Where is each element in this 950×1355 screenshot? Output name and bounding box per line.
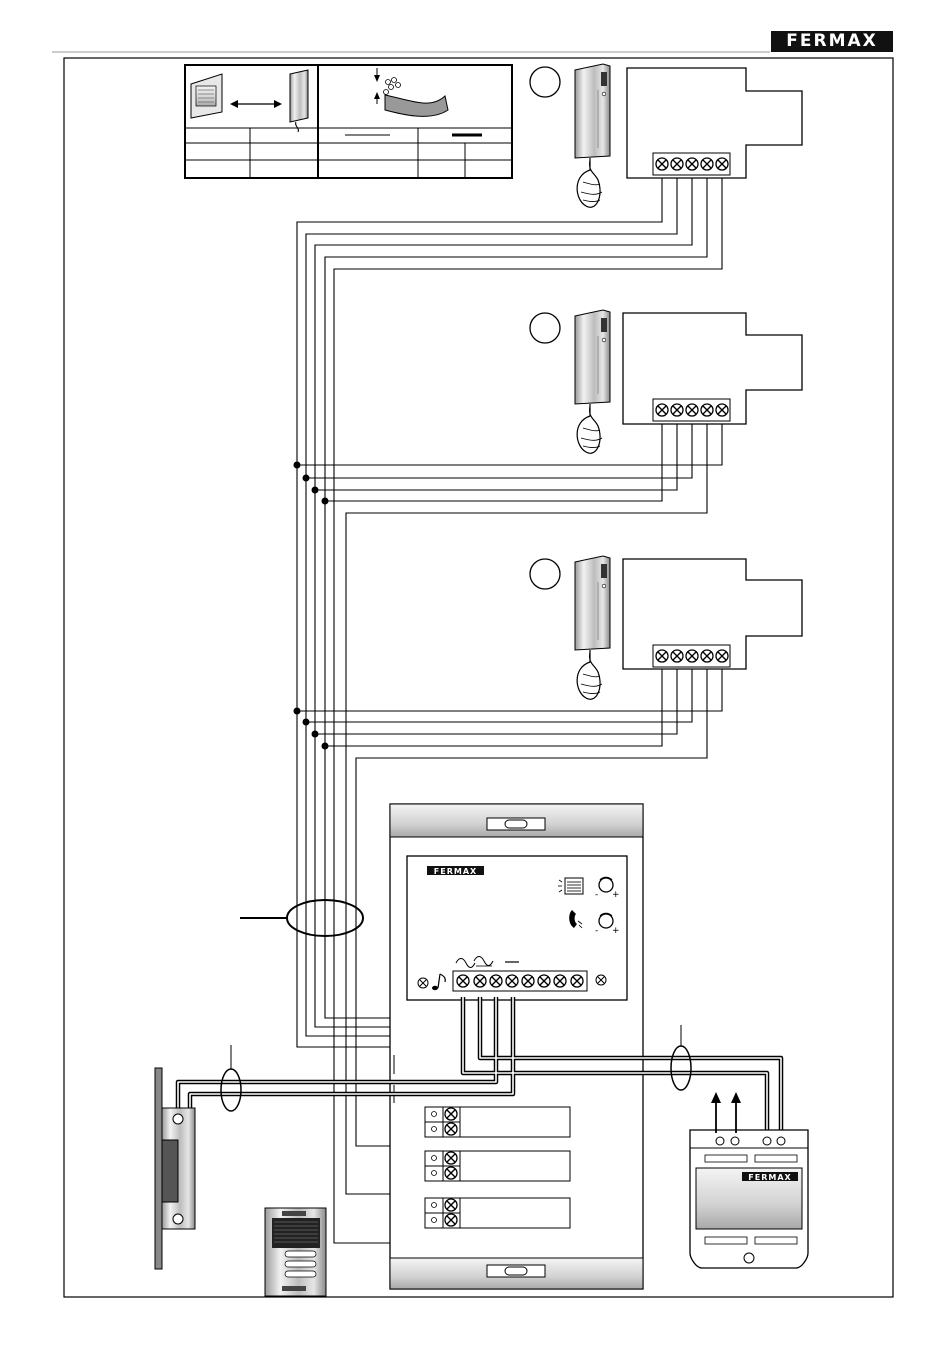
output-terminal [777,1137,785,1145]
panel-thumbnail-icon [265,1208,326,1296]
apartment-unit-1 [530,64,802,207]
door-release-icon [596,975,606,985]
mains-terminal [731,1137,739,1145]
call-button-3 [425,1198,570,1228]
svg-text:+: + [612,890,620,900]
unit-marker [530,313,560,343]
power-cable-marker [671,1046,691,1090]
unit-marker [530,67,560,97]
entrance-panel: FERMAX - + - + [390,804,643,1289]
apartment-unit-2 [530,310,802,453]
bell-icon [418,978,428,988]
panel-terminal-strip [453,971,587,991]
svg-text:-: - [595,890,598,900]
output-terminal [763,1137,771,1145]
power-supply-logo-text: FERMAX [748,1173,791,1182]
handset-1 [575,64,610,207]
cable-section-table [185,65,512,178]
apartment-unit-3 [530,556,802,699]
call-button-1 [425,1107,570,1137]
svg-text:-: - [595,926,598,936]
svg-text:+: + [612,926,620,936]
handset-3 [575,556,610,699]
mains-terminal [716,1137,724,1145]
unit-marker [530,559,560,589]
panel-logo-text: FERMAX [434,867,477,876]
power-supply-unit: FERMAX [690,1092,808,1268]
call-button-2 [425,1151,570,1181]
handset-2 [575,310,610,453]
lock-cable-marker [221,1069,241,1111]
bus-junction-dots [294,462,329,750]
